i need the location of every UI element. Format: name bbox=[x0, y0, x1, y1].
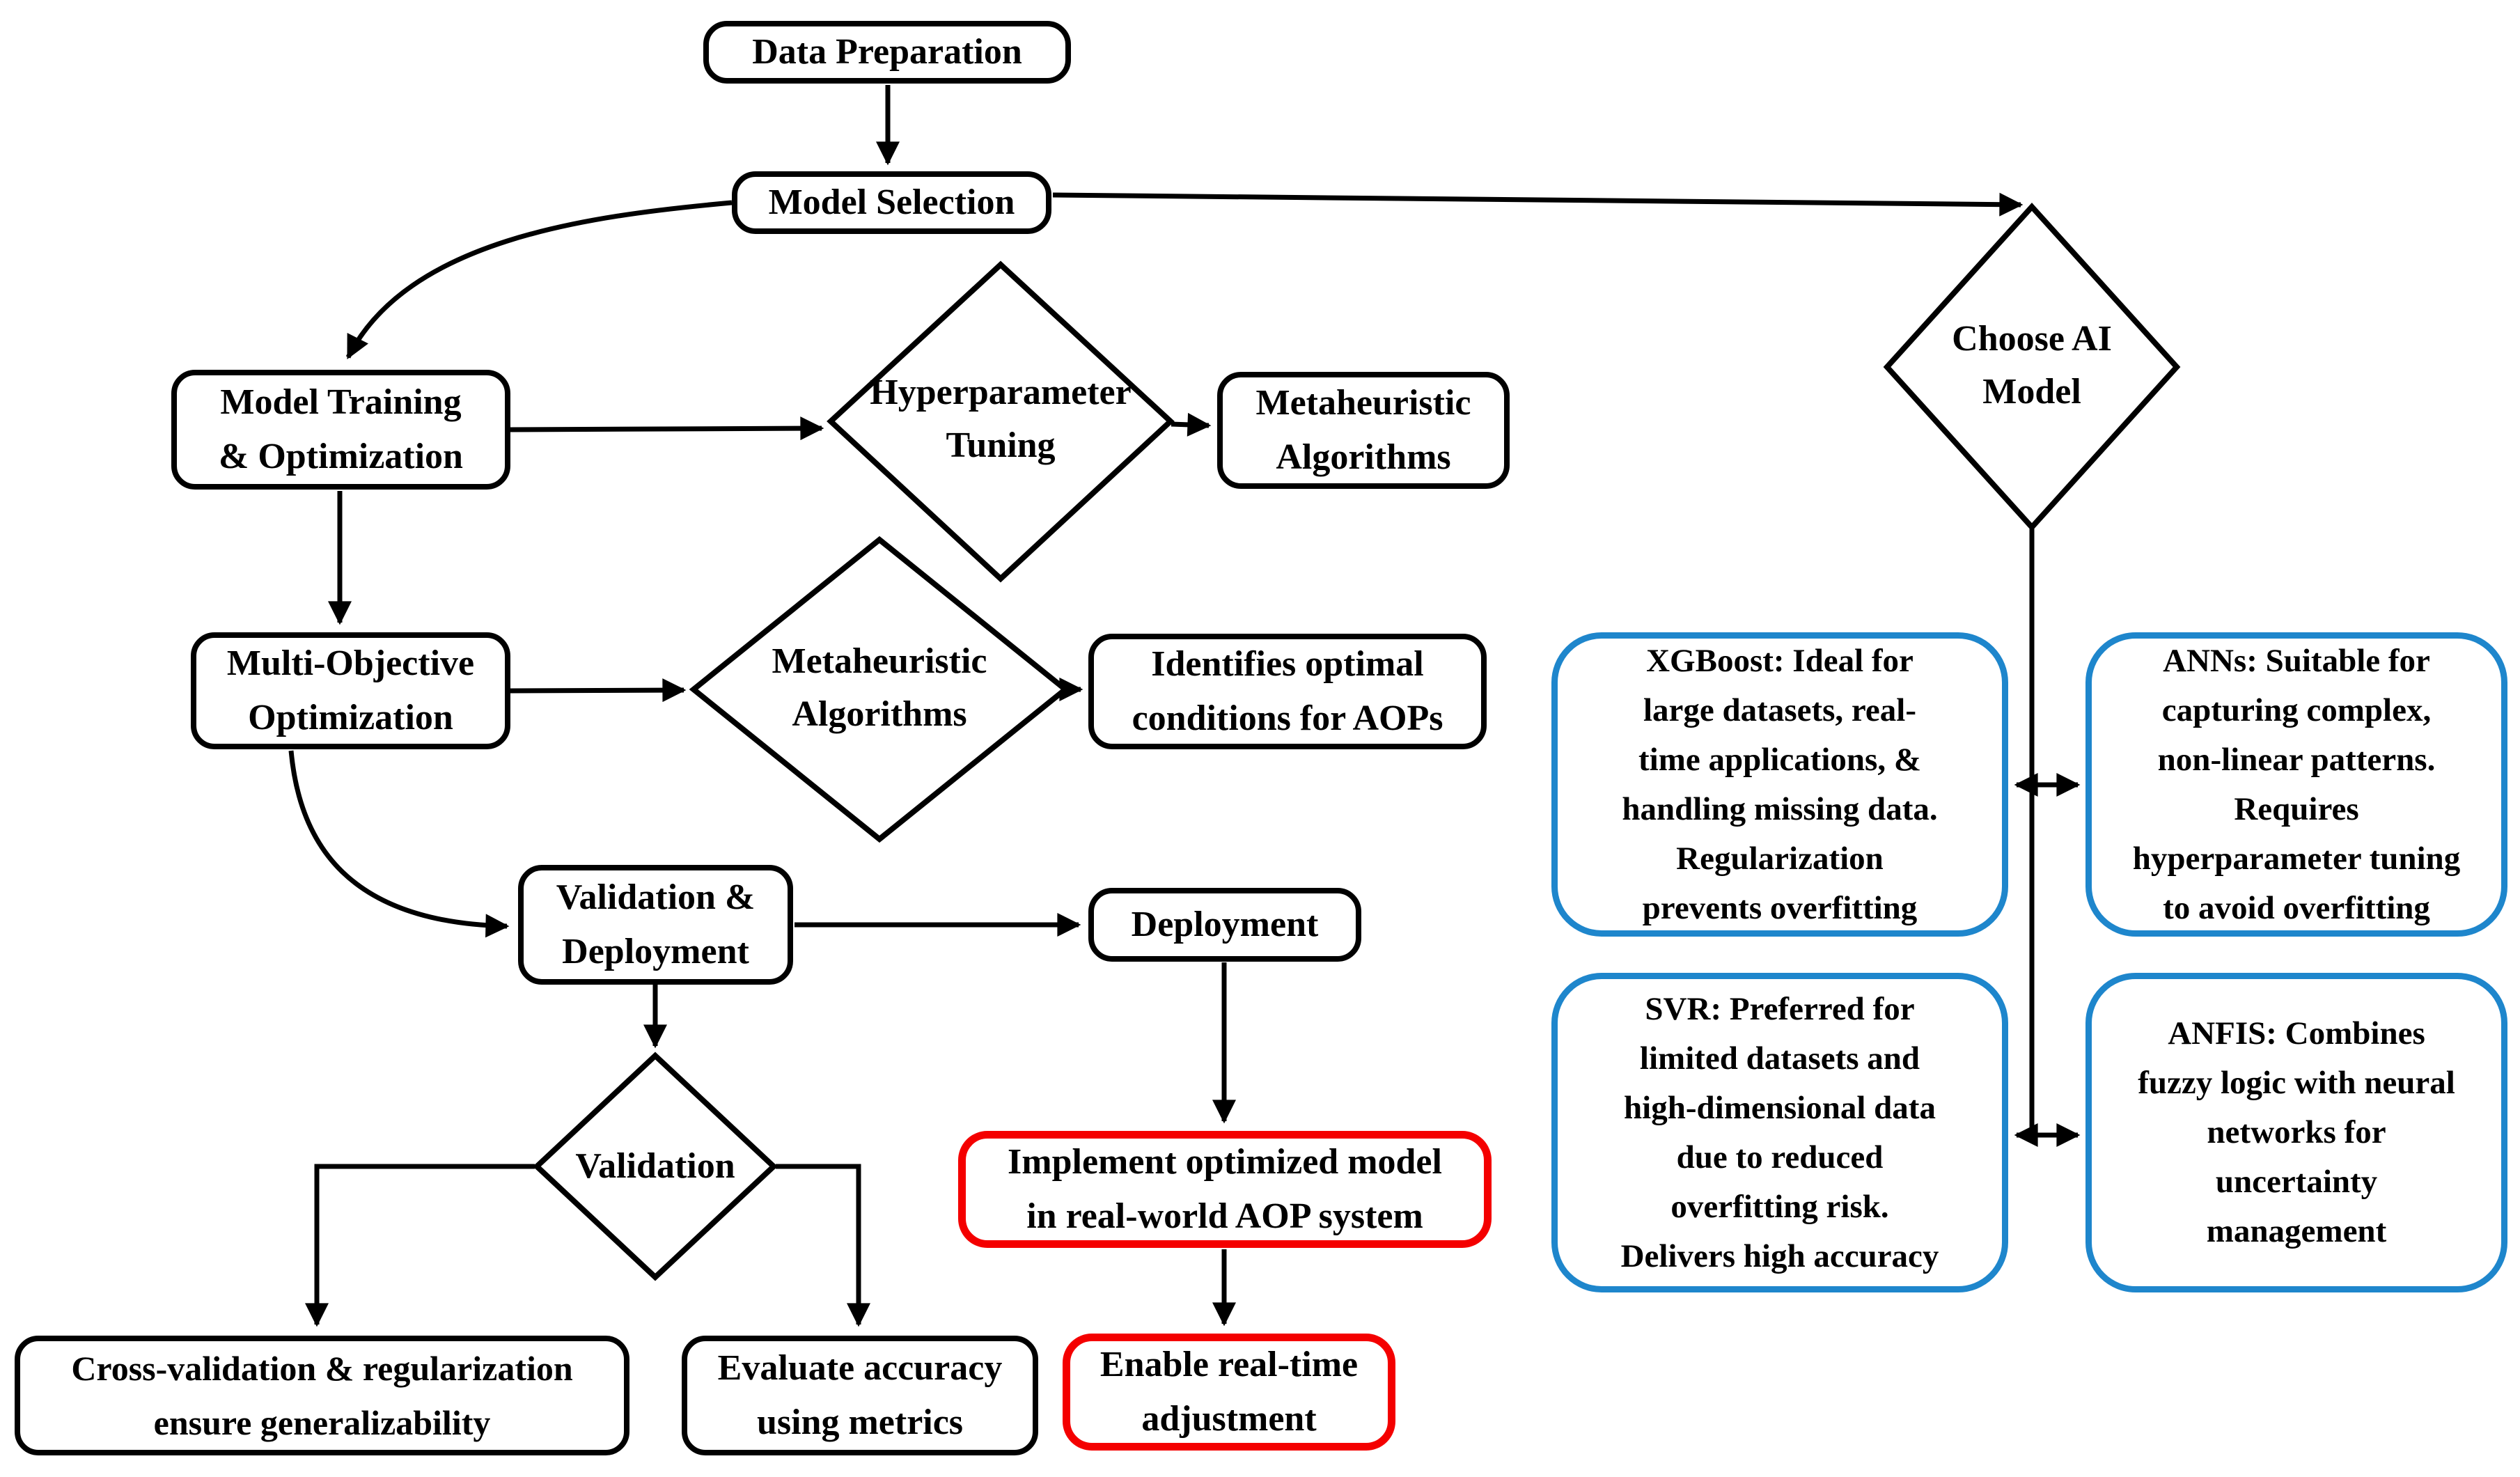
node-label: Data Preparation bbox=[752, 32, 1022, 72]
node-anns-info: ANNs: Suitable for capturing complex, no… bbox=[2085, 632, 2507, 937]
node-label: limited datasets and bbox=[1639, 1040, 1920, 1077]
node-label: prevents overfitting bbox=[1642, 889, 1918, 926]
node-label: Model Training bbox=[220, 382, 462, 422]
node-label: conditions for AOPs bbox=[1132, 698, 1443, 738]
node-label: XGBoost: Ideal for bbox=[1646, 642, 1914, 679]
node-label: Identifies optimal bbox=[1151, 644, 1424, 684]
decision-validation-shape bbox=[533, 1052, 778, 1281]
edge-modeltraining-to-hypertuning bbox=[510, 416, 824, 441]
edge-multiobjective-to-metadecision bbox=[510, 678, 687, 703]
node-model-selection: Model Selection bbox=[732, 171, 1051, 234]
node-label: Choose AI bbox=[1952, 319, 2112, 359]
node-evaluate-accuracy: Evaluate accuracy using metrics bbox=[682, 1336, 1038, 1455]
decision-metaheuristic-algorithms-shape bbox=[689, 536, 1070, 843]
node-label: time applications, & bbox=[1638, 741, 1922, 778]
node-label: due to reduced bbox=[1676, 1139, 1884, 1175]
decision-choose-ai-model-label: Choose AI Model bbox=[1952, 313, 2112, 419]
node-model-training-optimization: Model Training & Optimization bbox=[171, 370, 510, 490]
node-label: hyperparameter tuning bbox=[2132, 840, 2461, 877]
node-label: Enable real-time bbox=[1099, 1345, 1359, 1384]
node-label: Metaheuristic bbox=[772, 641, 987, 681]
node-enable-realtime-adjustment: Enable real-time adjustment bbox=[1063, 1334, 1395, 1451]
node-multi-objective-optimization: Multi-Objective Optimization bbox=[191, 632, 510, 749]
node-label: large datasets, real- bbox=[1643, 691, 1916, 728]
node-label: fuzzy logic with neural bbox=[2138, 1065, 2455, 1101]
node-label: Delivers high accuracy bbox=[1620, 1237, 1939, 1274]
node-label: Validation & bbox=[556, 877, 756, 917]
node-anfis-info: ANFIS: Combines fuzzy logic with neural … bbox=[2085, 973, 2507, 1292]
node-label: Deployment bbox=[1131, 905, 1319, 944]
node-label: networks for bbox=[2207, 1114, 2386, 1150]
node-validation-deployment: Validation & Deployment bbox=[518, 865, 793, 985]
node-label: management bbox=[2206, 1213, 2387, 1249]
node-metaheuristic-algorithms: Metaheuristic Algorithms bbox=[1217, 372, 1510, 489]
node-label: & Optimization bbox=[219, 437, 463, 476]
node-label: capturing complex, bbox=[2161, 691, 2432, 728]
edge-modelselection-to-chooseai bbox=[1052, 192, 2024, 217]
node-label: handling missing data. bbox=[1622, 790, 1938, 827]
node-label: adjustment bbox=[1141, 1399, 1317, 1439]
decision-validation-label: Validation bbox=[575, 1140, 735, 1193]
edge-modelselection-to-modeltraining bbox=[345, 200, 733, 360]
node-data-preparation: Data Preparation bbox=[703, 21, 1071, 84]
node-label: Regularization bbox=[1676, 840, 1884, 877]
node-label: using metrics bbox=[756, 1402, 964, 1442]
node-label: uncertainty bbox=[2215, 1164, 2378, 1200]
node-implement-optimized-model: Implement optimized model in real-world … bbox=[958, 1131, 1492, 1248]
node-label: Tuning bbox=[946, 425, 1056, 465]
node-deployment: Deployment bbox=[1088, 888, 1361, 962]
decision-choose-ai-model-shape bbox=[1883, 203, 2181, 531]
node-label: Evaluate accuracy bbox=[717, 1348, 1003, 1388]
node-label: high-dimensional data bbox=[1624, 1089, 1936, 1126]
node-label: non-linear patterns. bbox=[2157, 741, 2436, 778]
node-label: Algorithms bbox=[1276, 437, 1451, 477]
node-label: Model bbox=[1982, 372, 2081, 412]
decision-hyperparameter-tuning-label: Hyperparameter Tuning bbox=[870, 366, 1131, 472]
node-label: ensure generalizability bbox=[153, 1403, 491, 1442]
node-label: ANFIS: Combines bbox=[2168, 1015, 2425, 1052]
node-cross-validation-regularization: Cross-validation & regularization ensure… bbox=[15, 1336, 629, 1455]
node-identifies-optimal-conditions: Identifies optimal conditions for AOPs bbox=[1088, 634, 1487, 749]
node-label: overfitting risk. bbox=[1670, 1188, 1889, 1225]
node-label: Implement optimized model bbox=[1008, 1142, 1442, 1182]
node-label: Model Selection bbox=[768, 182, 1015, 222]
node-label: Metaheuristic bbox=[1255, 383, 1471, 423]
node-xgboost-info: XGBoost: Ideal for large datasets, real-… bbox=[1551, 632, 2008, 937]
edge-multiobjective-to-valdeploy bbox=[288, 750, 510, 938]
node-label: in real-world AOP system bbox=[1026, 1196, 1423, 1236]
node-label: SVR: Preferred for bbox=[1645, 990, 1915, 1027]
decision-metaheuristic-algorithms-label: Metaheuristic Algorithms bbox=[772, 635, 987, 741]
node-label: Algorithms bbox=[792, 694, 967, 734]
node-label: Requires bbox=[2234, 790, 2359, 827]
edge-hypertuning-to-metabox bbox=[1171, 412, 1212, 437]
node-label: Validation bbox=[575, 1146, 735, 1186]
edge-validation-to-crossvalidation bbox=[305, 1164, 535, 1327]
edge-validation-to-evaluate bbox=[776, 1164, 870, 1327]
node-label: Multi-Objective bbox=[226, 643, 475, 683]
node-svr-info: SVR: Preferred for limited datasets and … bbox=[1551, 973, 2008, 1292]
node-label: to avoid overfitting bbox=[2163, 889, 2430, 926]
node-label: Cross-validation & regularization bbox=[71, 1349, 573, 1388]
decision-hyperparameter-tuning-shape bbox=[827, 260, 1175, 583]
node-label: Deployment bbox=[562, 932, 749, 971]
node-label: ANNs: Suitable for bbox=[2163, 642, 2430, 679]
node-label: Hyperparameter bbox=[870, 373, 1132, 412]
node-label: Optimization bbox=[248, 698, 453, 737]
